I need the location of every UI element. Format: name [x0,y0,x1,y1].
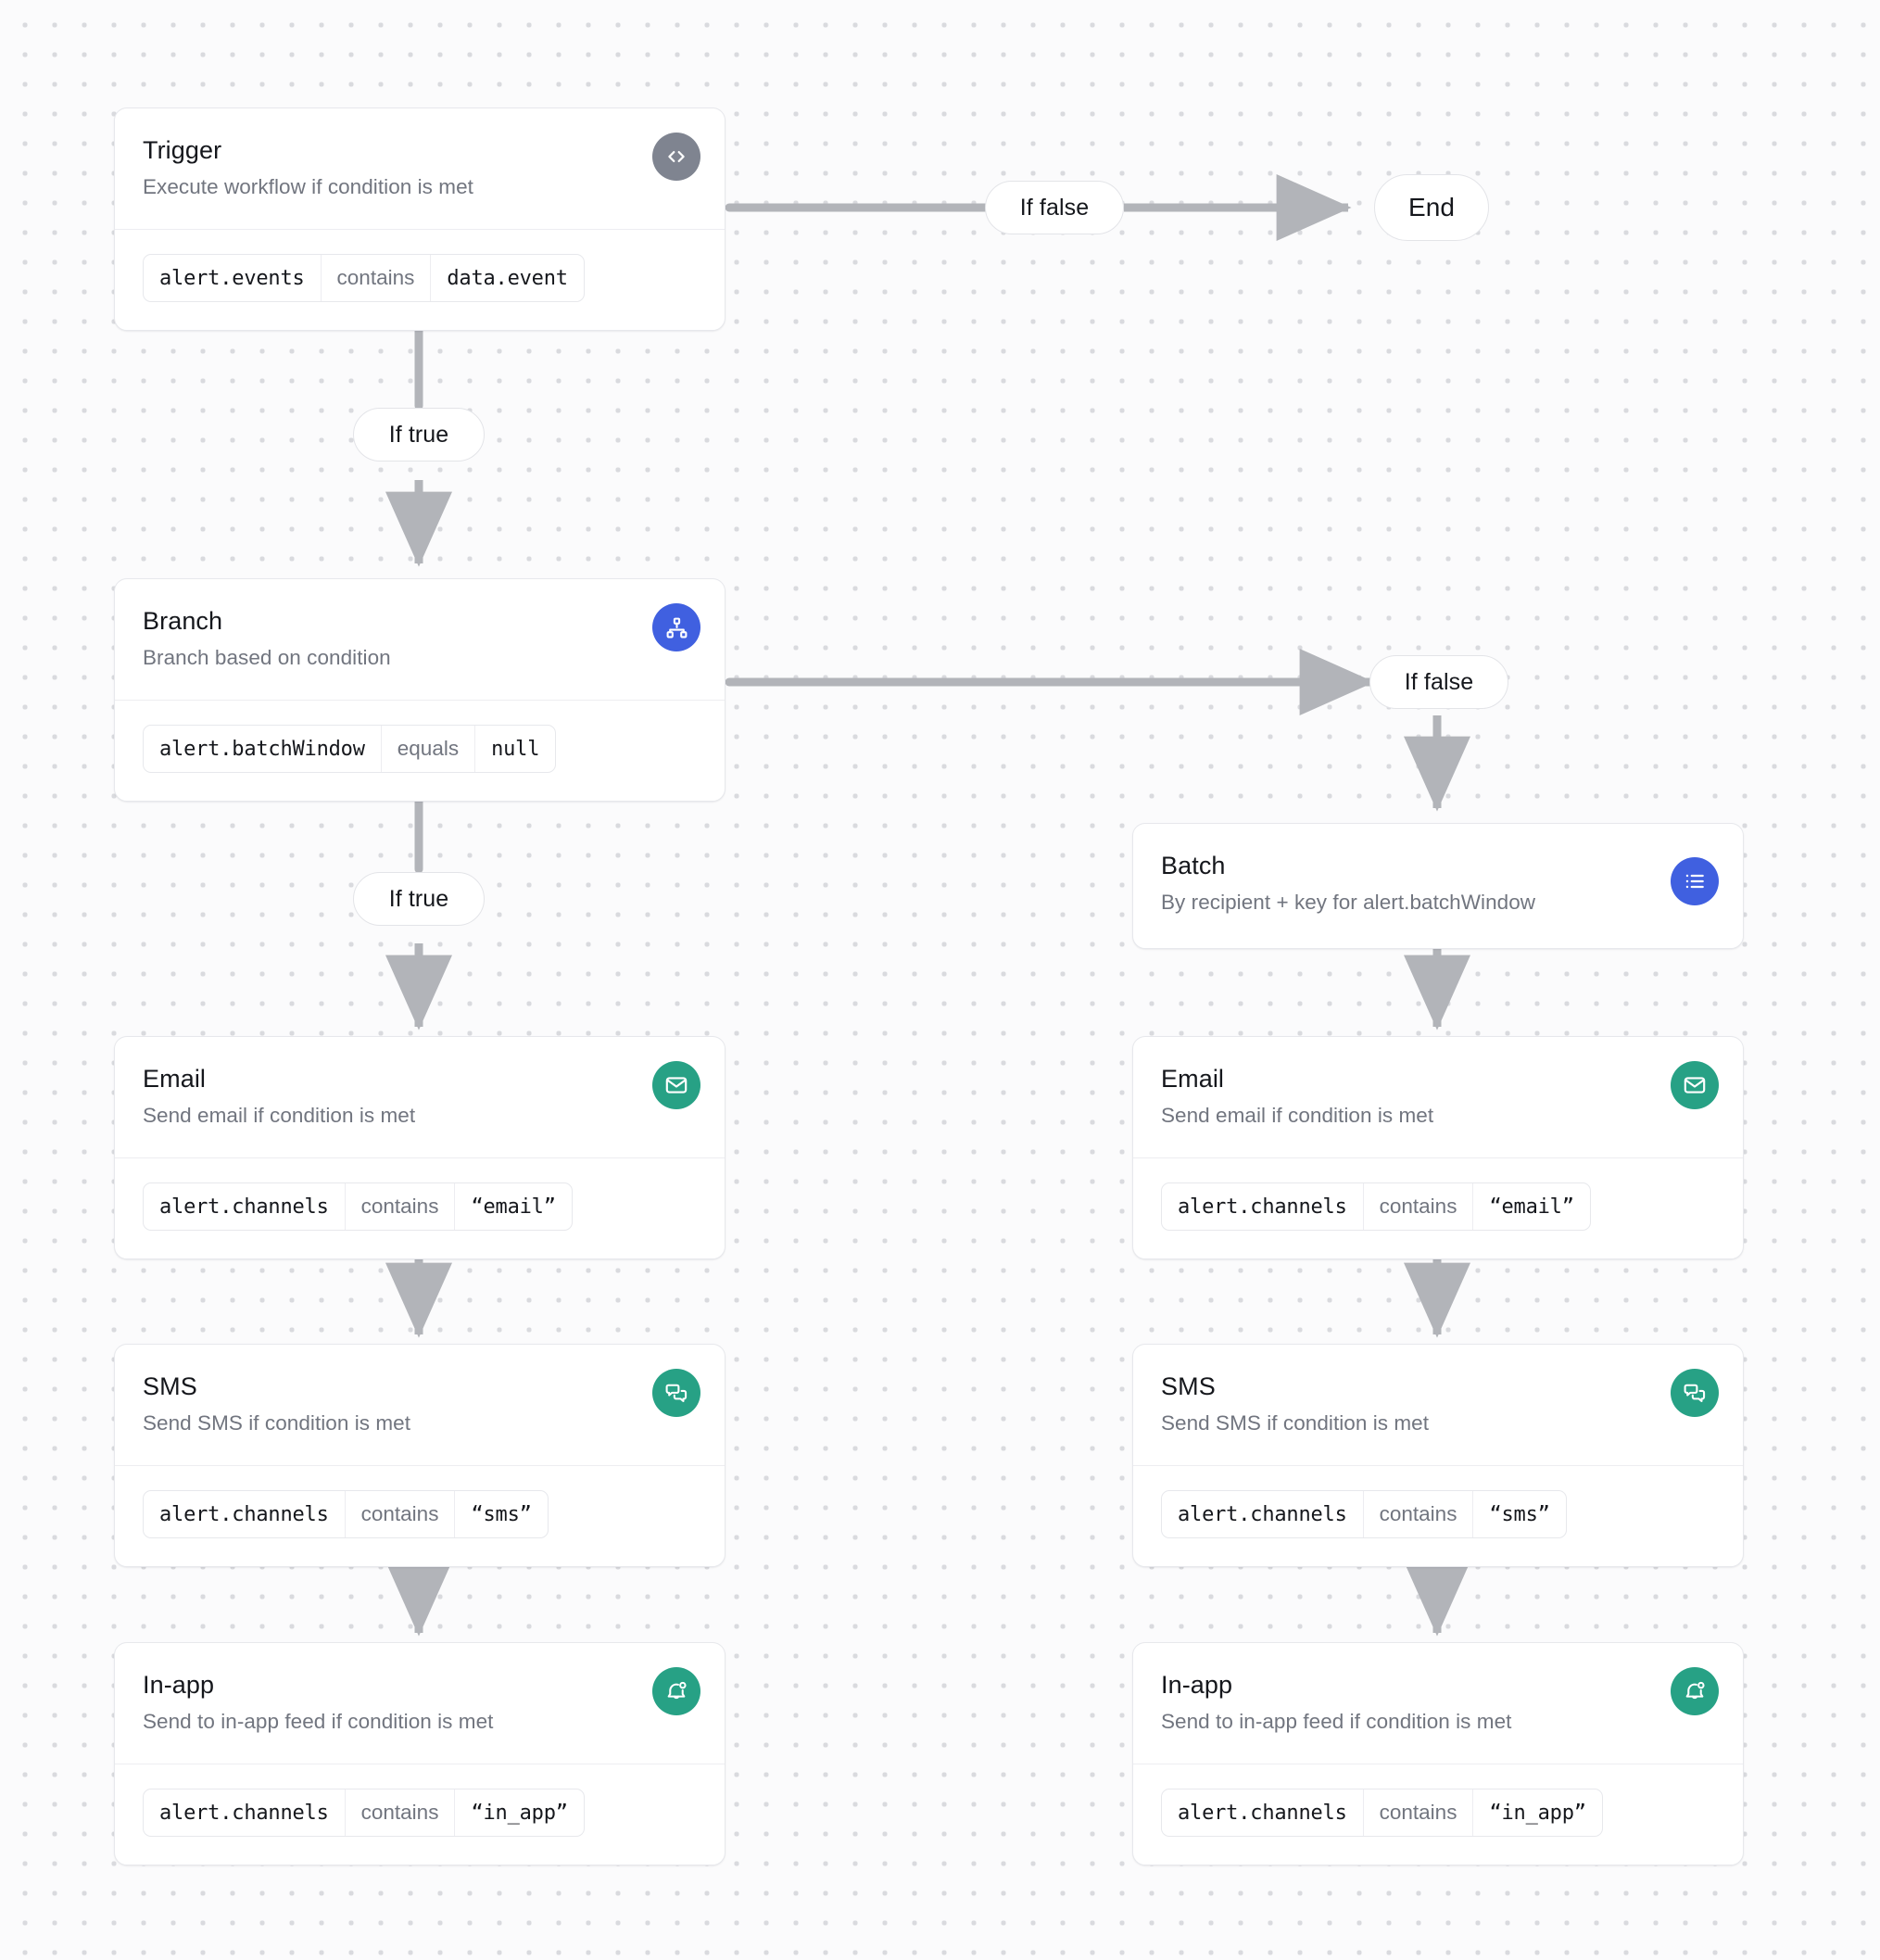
condition-field: alert.channels [159,1801,329,1825]
condition-value: “sms” [1489,1502,1550,1526]
edge-label-branch-if-false[interactable]: If false [1369,655,1508,709]
condition-chip[interactable]: alert.channels contains “in_app” [143,1789,585,1837]
condition-value: data.event [447,266,568,290]
condition-value: “email” [471,1195,556,1219]
node-header: Branch Branch based on condition [115,579,725,700]
condition-field: alert.channels [159,1195,329,1219]
node-condition-row: alert.channels contains “email” [1133,1157,1743,1258]
chat-bubbles-icon [652,1369,700,1417]
node-header: Email Send email if condition is met [115,1037,725,1157]
condition-chip[interactable]: alert.batchWindow equals null [143,725,557,773]
node-inapp-right[interactable]: In-app Send to in-app feed if condition … [1132,1642,1744,1865]
node-title: Branch [143,607,223,635]
condition-operator: contains [1362,1491,1474,1537]
node-title: In-app [143,1671,215,1699]
condition-chip[interactable]: alert.channels contains “sms” [1161,1490,1567,1538]
node-subtitle: Send to in-app feed if condition is met [143,1710,494,1733]
node-sms-left[interactable]: SMS Send SMS if condition is met alert.c… [114,1344,726,1567]
condition-value: “in_app” [471,1801,568,1825]
condition-field: alert.channels [1178,1801,1347,1825]
condition-field: alert.channels [1178,1502,1347,1526]
condition-chip[interactable]: alert.channels contains “sms” [143,1490,549,1538]
node-sms-right[interactable]: SMS Send SMS if condition is met alert.c… [1132,1344,1744,1567]
node-email-right[interactable]: Email Send email if condition is met ale… [1132,1036,1744,1259]
edge-label-trigger-if-true[interactable]: If true [353,408,485,462]
node-condition-row: alert.batchWindow equals null [115,700,725,801]
node-condition-row: alert.channels contains “in_app” [1133,1764,1743,1865]
node-header: Trigger Execute workflow if condition is… [115,108,725,229]
node-subtitle: Execute workflow if condition is met [143,175,473,198]
condition-field: alert.events [159,266,305,290]
node-title: Batch [1161,852,1226,879]
bell-dot-icon [1671,1667,1719,1715]
condition-operator: contains [1362,1183,1474,1230]
node-title: SMS [143,1372,197,1400]
bell-dot-icon [652,1667,700,1715]
condition-operator: contains [344,1491,456,1537]
node-condition-row: alert.channels contains “sms” [115,1465,725,1566]
node-header: Email Send email if condition is met [1133,1037,1743,1157]
envelope-icon [652,1061,700,1109]
list-icon [1671,857,1719,905]
condition-operator: equals [380,726,476,772]
condition-chip[interactable]: alert.channels contains “in_app” [1161,1789,1603,1837]
node-end[interactable]: End [1374,174,1489,241]
condition-operator: contains [1362,1789,1474,1836]
node-condition-row: alert.events contains data.event [115,229,725,330]
condition-field: alert.batchWindow [159,737,365,761]
node-title: In-app [1161,1671,1233,1699]
condition-chip[interactable]: alert.channels contains “email” [143,1182,573,1231]
edge-label-branch-if-true[interactable]: If true [353,872,485,926]
node-header: SMS Send SMS if condition is met [1133,1345,1743,1465]
condition-operator: contains [344,1789,456,1836]
sitemap-icon [652,603,700,651]
node-subtitle: Send to in-app feed if condition is met [1161,1710,1512,1733]
node-title: Trigger [143,136,222,164]
code-brackets-icon [652,133,700,181]
node-title: Email [1161,1065,1225,1093]
node-header: Batch By recipient + key for alert.batch… [1133,824,1743,948]
node-trigger[interactable]: Trigger Execute workflow if condition is… [114,107,726,331]
node-subtitle: Send SMS if condition is met [1161,1411,1430,1435]
node-email-left[interactable]: Email Send email if condition is met ale… [114,1036,726,1259]
node-subtitle: Branch based on condition [143,646,391,669]
condition-value: “email” [1489,1195,1574,1219]
condition-value: “in_app” [1489,1801,1586,1825]
node-header: SMS Send SMS if condition is met [115,1345,725,1465]
condition-operator: contains [320,255,432,301]
node-condition-row: alert.channels contains “in_app” [115,1764,725,1865]
envelope-icon [1671,1061,1719,1109]
condition-value: null [491,737,540,761]
node-condition-row: alert.channels contains “email” [115,1157,725,1258]
condition-chip[interactable]: alert.channels contains “email” [1161,1182,1591,1231]
condition-operator: contains [344,1183,456,1230]
chat-bubbles-icon [1671,1369,1719,1417]
node-inapp-left[interactable]: In-app Send to in-app feed if condition … [114,1642,726,1865]
node-header: In-app Send to in-app feed if condition … [1133,1643,1743,1764]
node-title: SMS [1161,1372,1216,1400]
node-subtitle: By recipient + key for alert.batchWindow [1161,891,1536,914]
condition-value: “sms” [471,1502,532,1526]
node-header: In-app Send to in-app feed if condition … [115,1643,725,1764]
node-branch[interactable]: Branch Branch based on condition alert.b… [114,578,726,802]
condition-field: alert.channels [159,1502,329,1526]
node-title: Email [143,1065,207,1093]
node-batch[interactable]: Batch By recipient + key for alert.batch… [1132,823,1744,949]
node-subtitle: Send SMS if condition is met [143,1411,411,1435]
edge-label-trigger-if-false[interactable]: If false [985,181,1124,234]
node-condition-row: alert.channels contains “sms” [1133,1465,1743,1566]
condition-chip[interactable]: alert.events contains data.event [143,254,585,302]
node-subtitle: Send email if condition is met [1161,1104,1434,1127]
node-subtitle: Send email if condition is met [143,1104,416,1127]
condition-field: alert.channels [1178,1195,1347,1219]
